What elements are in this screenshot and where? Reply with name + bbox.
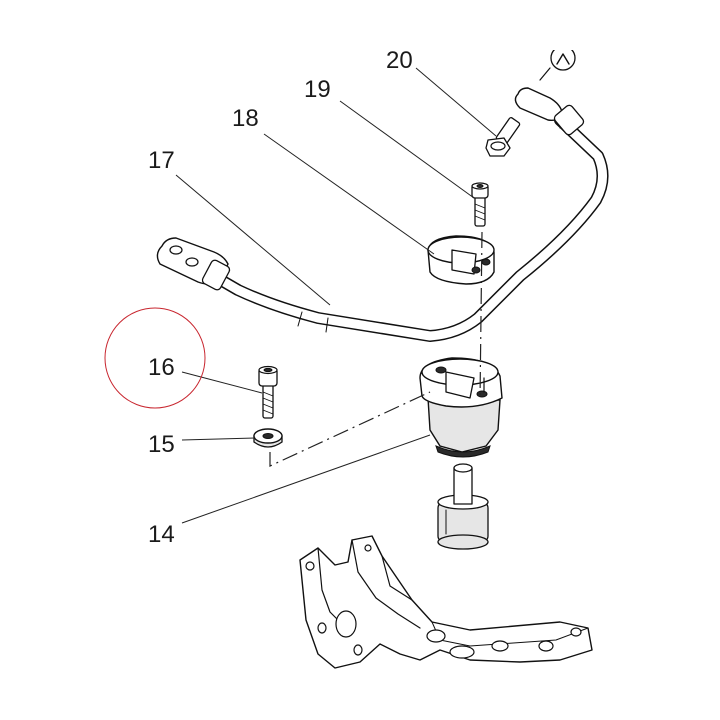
part-16-screw xyxy=(258,365,278,419)
callout-20: 20 xyxy=(386,47,413,74)
leader-lines xyxy=(175,67,497,524)
part-14-mount xyxy=(419,357,503,458)
callout-14: 14 xyxy=(148,521,175,548)
part-15-washer xyxy=(253,428,283,448)
part-17-bar xyxy=(156,87,609,342)
part-18-clamp xyxy=(427,235,495,285)
arrow-circle-icon xyxy=(539,45,576,81)
part-20-bolt xyxy=(485,117,521,157)
callout-17: 17 xyxy=(148,147,175,174)
callout-19: 19 xyxy=(304,76,331,103)
highlight-circle xyxy=(104,307,206,409)
callout-16: 16 xyxy=(148,354,175,381)
part-19-screw xyxy=(471,182,489,227)
callout-15: 15 xyxy=(148,431,175,458)
assembly-axis-lines xyxy=(269,231,483,467)
callout-18: 18 xyxy=(232,105,259,132)
top-crop-band xyxy=(0,0,720,50)
part-14-sleeve xyxy=(437,463,489,550)
frame-bracket xyxy=(299,535,593,669)
